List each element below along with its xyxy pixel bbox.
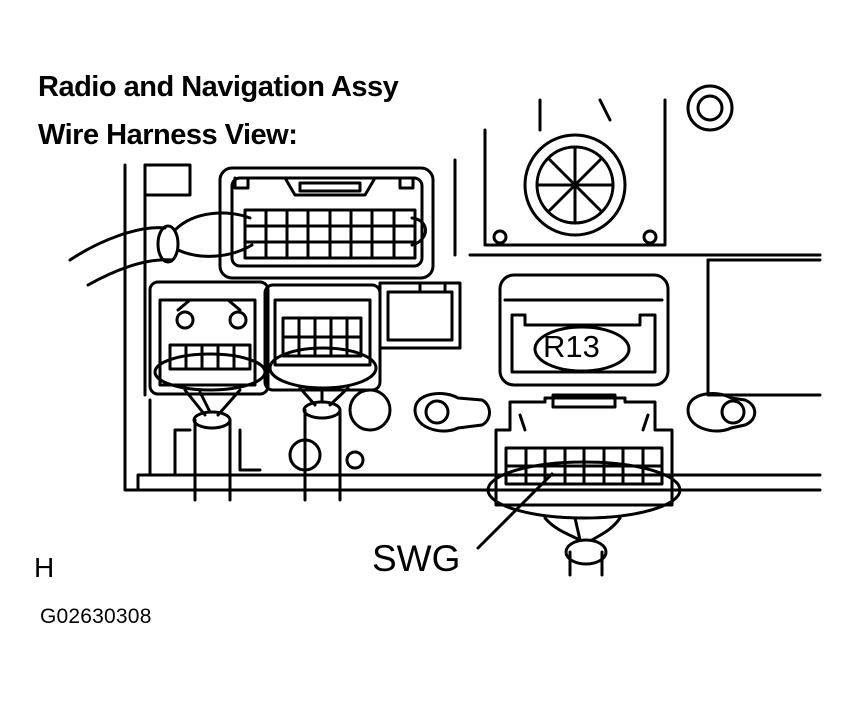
corner-mark: H [34,552,55,583]
small-square-connector [378,281,462,350]
cooling-fan-icon [483,84,734,247]
r13-connector [498,273,670,387]
lower-left-connector [148,280,270,396]
title-line-2: Wire Harness View: [38,119,298,151]
swg-terminal-label: SWG [372,538,461,579]
swg-leader-line [476,472,554,550]
swg-connector [486,393,682,577]
lower-wire-harnesses [148,386,365,502]
upper-wire-harness [68,211,427,287]
lower-middle-connector [263,283,382,392]
mounting-holes [348,388,757,433]
figure-code: G02630308 [40,605,152,628]
title-line-1: Radio and Navigation Assy [38,71,399,103]
upper-connector [218,166,435,280]
r13-connector-label: R13 [543,329,600,364]
r13-label-oval [533,325,631,373]
